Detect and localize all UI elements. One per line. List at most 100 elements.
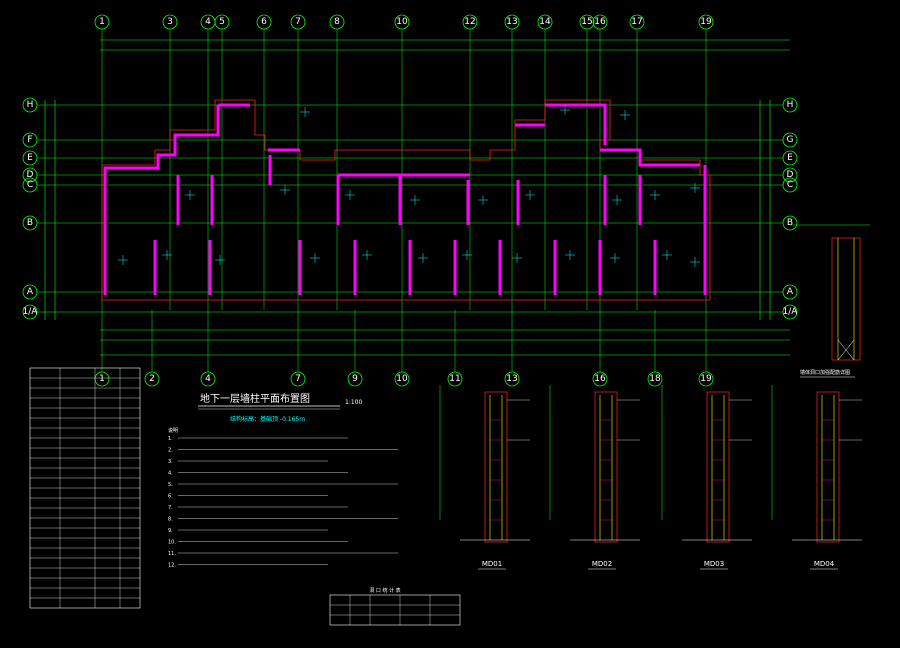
drawing-scale: 1:100 xyxy=(345,399,362,406)
axis-bubble-right-G: G xyxy=(782,132,798,148)
axis-label: 4 xyxy=(205,17,211,27)
axis-bubble-top-6: 6 xyxy=(256,14,272,30)
axis-bubble-right-C: C xyxy=(782,177,798,193)
axis-label: 7 xyxy=(295,17,301,27)
axis-bubble-top-14: 14 xyxy=(537,14,553,30)
axis-label: G xyxy=(787,135,794,145)
axis-bubble-bottom-7: 7 xyxy=(290,371,306,387)
axis-bubble-top-8: 8 xyxy=(329,14,345,30)
axis-label: 1 xyxy=(99,17,105,27)
detail-label: MD01 xyxy=(482,560,502,568)
detail-MD01: MD01 xyxy=(439,385,530,570)
detail-label: MD02 xyxy=(592,560,612,568)
axis-bubble-bottom-10: 10 xyxy=(394,371,410,387)
axis-bubble-right-E: E xyxy=(782,150,798,166)
axis-label: 13 xyxy=(506,17,517,27)
note-number: 11. xyxy=(168,551,176,557)
axis-label: H xyxy=(787,100,794,110)
axis-label: E xyxy=(787,153,793,163)
axis-bubble-left-B: B xyxy=(22,215,38,231)
note-number: 8. xyxy=(168,517,173,523)
axis-bubble-right-A: A xyxy=(782,284,798,300)
note-number: 9. xyxy=(168,528,173,534)
axis-label: 7 xyxy=(295,374,301,384)
axis-label: 18 xyxy=(649,374,661,384)
axis-label: 10 xyxy=(396,374,408,384)
axis-bubble-right-B: B xyxy=(782,215,798,231)
axis-bubble-top-1: 1 xyxy=(94,14,110,30)
axis-label: 1 xyxy=(99,374,105,384)
axis-bubble-bottom-19: 19 xyxy=(698,371,714,387)
axis-bubble-right-H: H xyxy=(782,97,798,113)
axis-bubble-left-E: E xyxy=(22,150,38,166)
door-table-title: 洞 口 统 计 表 xyxy=(369,587,400,594)
axis-bubble-right-1/A: 1/A xyxy=(783,304,798,320)
axis-label: 10 xyxy=(396,17,408,27)
axis-label: F xyxy=(27,135,32,145)
axis-bubble-left-A: A xyxy=(22,284,38,300)
axis-label: 12 xyxy=(464,17,475,27)
note-number: 6. xyxy=(168,494,173,500)
axis-bubble-bottom-18: 18 xyxy=(647,371,663,387)
axis-bubble-top-17: 17 xyxy=(629,14,645,30)
axis-bubble-bottom-1: 1 xyxy=(94,371,110,387)
note-number: 1. xyxy=(168,436,173,442)
axis-bubble-bottom-4: 4 xyxy=(200,371,216,387)
axis-bubble-bottom-13: 13 xyxy=(504,371,520,387)
axis-label: 5 xyxy=(219,17,225,27)
axis-label: 16 xyxy=(594,374,606,384)
axis-label: H xyxy=(27,100,34,110)
note-number: 7. xyxy=(168,505,173,511)
title-block: 地下一层墙柱平面布置图 1:100 结构标高：基础顶 -0.165m 说明 xyxy=(168,392,362,434)
axis-bubble-top-10: 10 xyxy=(394,14,410,30)
axis-grid xyxy=(37,29,783,372)
axis-bubble-top-12: 12 xyxy=(462,14,478,30)
note-number: 2. xyxy=(168,448,173,454)
axis-label: 13 xyxy=(506,374,517,384)
axis-bubble-bottom-9: 9 xyxy=(347,371,363,387)
door-schedule-table: 洞 口 统 计 表 xyxy=(329,587,461,626)
axis-bubble-left-C: C xyxy=(22,177,38,193)
axis-bubble-top-16: 16 xyxy=(592,14,608,30)
axis-label: 8 xyxy=(334,17,340,27)
axis-label: 9 xyxy=(352,374,358,384)
axis-label: 16 xyxy=(594,17,606,27)
axis-label: B xyxy=(787,218,793,228)
elevation-subtitle: 结构标高：基础顶 -0.165m xyxy=(230,415,305,423)
detail-MD03: MD03 xyxy=(661,385,752,570)
detail-MD02: MD02 xyxy=(549,385,640,570)
detail-label: MD03 xyxy=(704,560,724,568)
axis-label: 11 xyxy=(449,374,460,384)
axis-label: 15 xyxy=(581,17,592,27)
axis-label: 14 xyxy=(539,17,551,27)
note-number: 5. xyxy=(168,482,173,488)
axis-label: 2 xyxy=(149,374,155,384)
dimension-lines xyxy=(44,39,790,356)
axis-label: E xyxy=(27,153,33,163)
axis-label: 19 xyxy=(700,374,712,384)
axis-label: 1/A xyxy=(23,307,39,317)
axis-bubble-top-5: 5 xyxy=(214,14,230,30)
axis-bubble-top-15: 15 xyxy=(579,14,595,30)
axis-bubble-left-1/A: 1/A xyxy=(23,304,39,320)
axis-label: C xyxy=(27,180,33,190)
note-number: 12. xyxy=(168,563,176,569)
axis-bubble-top-4: 4 xyxy=(200,14,216,30)
axis-label: D xyxy=(787,170,794,180)
door-details: MD01 MD02 MD03 MD04 xyxy=(439,385,862,570)
detail-caption: 墙体洞口加强配筋详图 xyxy=(800,369,850,376)
axis-bubble-top-13: 13 xyxy=(504,14,520,30)
floor-height-table xyxy=(29,367,141,609)
axis-bubble-top-19: 19 xyxy=(698,14,714,30)
reinforcement-detail: 墙体洞口加强配筋详图 xyxy=(790,224,870,378)
axis-label: D xyxy=(27,170,34,180)
axis-bubble-left-F: F xyxy=(22,132,38,148)
axis-label: C xyxy=(787,180,793,190)
wall-annotations xyxy=(118,105,700,267)
detail-MD04: MD04 xyxy=(771,385,862,570)
shear-walls xyxy=(103,103,707,295)
axis-label: 19 xyxy=(700,17,712,27)
drawing-title: 地下一层墙柱平面布置图 xyxy=(200,392,310,405)
